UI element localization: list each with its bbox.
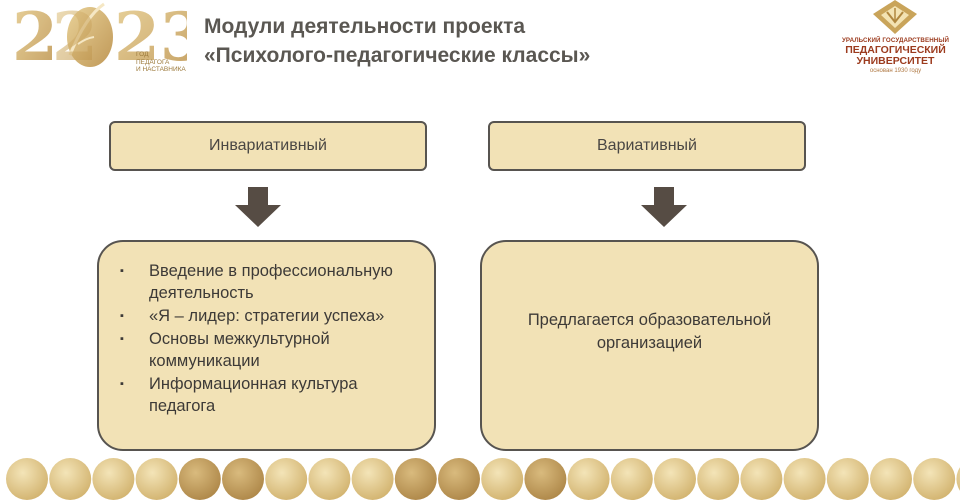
university-founded: основан 1930 году	[869, 68, 922, 74]
invariant-module-header: Инвариативный	[109, 121, 427, 171]
university-logo: УРАЛЬСКИЙ ГОСУДАРСТВЕННЫЙ ПЕДАГОГИЧЕСКИЙ…	[838, 0, 953, 82]
invariant-module-content: ▪Введение в профессиональную деятельност…	[97, 240, 436, 451]
gold-circle-decoration	[913, 458, 956, 500]
list-item: ▪Основы межкультурной коммуникации	[120, 330, 330, 370]
title-line-1: Модули деятельности проекта	[204, 15, 526, 38]
gold-circle-decoration	[870, 458, 912, 500]
gold-circle-decoration	[135, 458, 178, 500]
gold-circle-decoration	[265, 458, 308, 500]
invariant-module-list: ▪Введение в профессиональную деятельност…	[117, 260, 422, 418]
gold-circle-decoration	[308, 458, 351, 500]
svg-text:2: 2	[52, 0, 98, 76]
gold-circle-decoration	[394, 458, 437, 500]
gold-circle-decoration	[610, 458, 653, 500]
square-bullet-icon: ▪	[120, 265, 124, 277]
gold-circle-decoration	[6, 458, 48, 500]
university-name-line-1: УРАЛЬСКИЙ ГОСУДАРСТВЕННЫЙ	[841, 37, 950, 44]
gold-circle-decoration	[92, 458, 135, 500]
gold-circle-decoration	[697, 458, 740, 500]
list-item: ▪«Я – лидер: стратегии успеха»	[120, 307, 385, 325]
variable-module-content: Предлагается образовательной организацие…	[480, 240, 819, 451]
variable-module-header: Вариативный	[488, 121, 806, 171]
gold-circle-decoration	[481, 458, 524, 500]
university-name-line-2: ПЕДАГОГИЧЕСКИЙ	[845, 44, 946, 56]
title-line-2: «Психолого-педагогические классы»	[204, 44, 591, 67]
gold-circle-decoration	[178, 458, 221, 500]
square-bullet-icon: ▪	[120, 378, 124, 390]
university-emblem-icon	[873, 0, 917, 34]
gold-circle-decoration	[826, 458, 869, 500]
down-arrow-icon	[235, 187, 281, 227]
gold-circle-decoration	[222, 458, 264, 500]
gold-circle-decoration	[783, 458, 826, 500]
gold-circle-decoration	[351, 458, 394, 500]
decorative-gold-circles	[6, 458, 960, 500]
year-2023-logo: 2 2 23 ГОД ПЕДАГОГА И НАСТАВНИКА	[12, 0, 206, 80]
gold-circle-decoration	[567, 458, 610, 500]
year-logo-caption: ГОД ПЕДАГОГА И НАСТАВНИКА	[136, 51, 186, 73]
gold-circle-decoration	[654, 458, 696, 500]
list-item: ▪Введение в профессиональную деятельност…	[120, 262, 393, 302]
gold-circle-decoration	[524, 458, 567, 500]
gold-circle-decoration	[438, 458, 480, 500]
square-bullet-icon: ▪	[120, 333, 124, 345]
slide-title: Модули деятельности проекта «Психолого-п…	[204, 12, 590, 70]
square-bullet-icon: ▪	[120, 310, 124, 322]
svg-text:2: 2	[12, 0, 58, 76]
gold-circle-decoration	[49, 458, 92, 500]
university-name-line-3: УНИВЕРСИТЕТ	[856, 55, 935, 67]
list-item: ▪ Информационная культура педагога	[120, 375, 358, 415]
down-arrow-icon	[641, 187, 687, 227]
gold-circle-decoration	[956, 467, 960, 491]
variable-module-text: Предлагается образовательной организацие…	[527, 310, 772, 352]
gold-circle-decoration	[740, 458, 783, 500]
